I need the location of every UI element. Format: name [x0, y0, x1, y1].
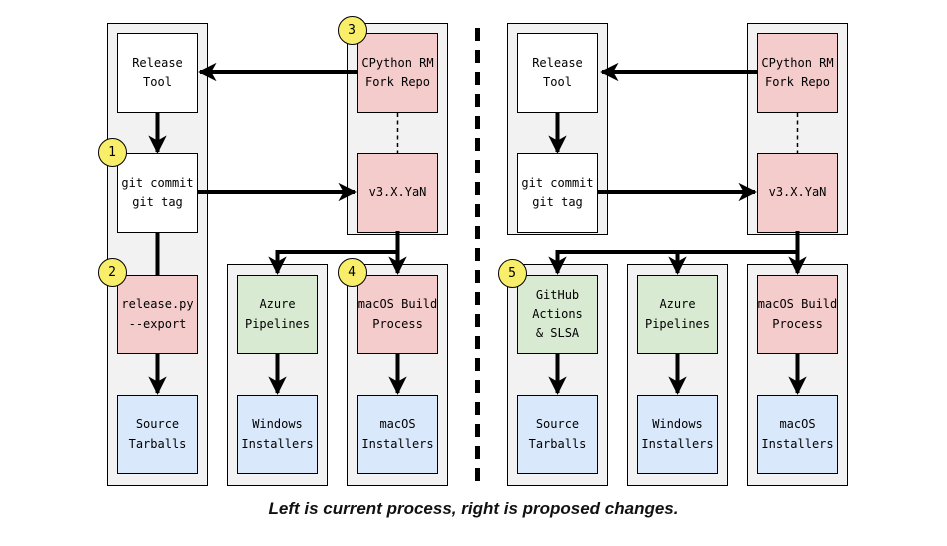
node-right-source-tarballs: Source Tarballs [517, 395, 598, 474]
step-badge-4: 4 [337, 257, 367, 287]
node-left-macos-build-process: macOS Build Process [357, 275, 438, 354]
node-left-cpython-rm-fork-repo: CPython RM Fork Repo [357, 33, 438, 113]
step-badge-2: 2 [97, 257, 127, 287]
diagram-caption: Left is current process, right is propos… [268, 499, 679, 518]
node-right-windows-installers: Windows Installers [637, 395, 718, 474]
node-right-azure-pipelines: Azure Pipelines [637, 275, 718, 354]
node-right-macos-installers: macOS Installers [757, 395, 838, 474]
node-right-release-tool: Release Tool [517, 33, 598, 113]
node-right-macos-build-process: macOS Build Process [757, 275, 838, 354]
node-right-v3xyan-tag: v3.X.YaN [757, 153, 838, 233]
node-right-cpython-rm-fork-repo: CPython RM Fork Repo [757, 33, 838, 113]
step-badge-3: 3 [337, 15, 367, 45]
node-left-windows-installers: Windows Installers [237, 395, 318, 474]
node-right-git-commit-tag: git commit git tag [517, 153, 598, 233]
node-left-release-tool: Release Tool [117, 33, 198, 113]
node-left-macos-installers: macOS Installers [357, 395, 438, 474]
node-left-v3xyan-tag: v3.X.YaN [357, 153, 438, 233]
node-left-release-py-export: release.py --export [117, 275, 198, 354]
step-badge-1: 1 [97, 137, 127, 167]
node-left-azure-pipelines: Azure Pipelines [237, 275, 318, 354]
node-left-git-commit-tag: git commit git tag [117, 153, 198, 233]
node-left-source-tarballs: Source Tarballs [117, 395, 198, 474]
node-right-github-actions-slsa: GitHub Actions & SLSA [517, 275, 598, 354]
step-badge-5: 5 [497, 258, 527, 288]
